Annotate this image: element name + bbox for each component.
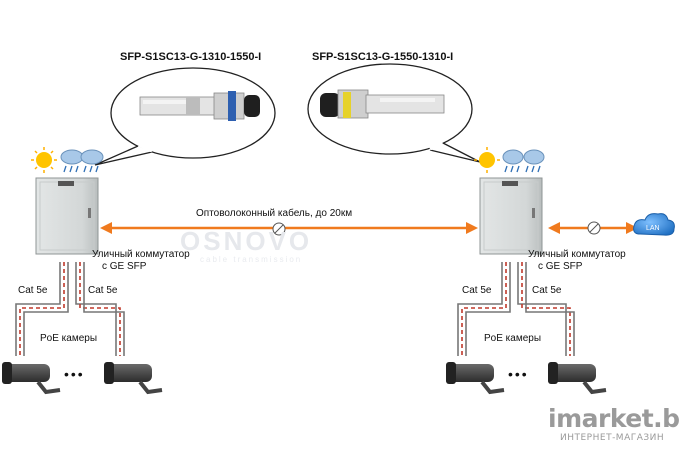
copper-cables-right: [457, 262, 575, 356]
sfp-bubble-right: [307, 63, 481, 163]
cameras-label-left: PoE камеры: [40, 333, 98, 344]
sfp-module-left: [139, 91, 260, 121]
lan-label: LAN: [646, 225, 660, 232]
fiber-cable-label: Оптоволоконный кабель, до 20км: [196, 208, 353, 219]
imarket-logo: imarket.by: [548, 404, 680, 433]
ellipsis-left: •••: [64, 366, 85, 382]
copper-cables-left: [15, 262, 125, 356]
weather-icons-left: [31, 147, 104, 173]
weather-icons-right: [474, 147, 545, 173]
cameras-label-right: PoE камеры: [484, 333, 542, 344]
sfp-model-left: SFP-S1SC13-G-1310-1550-I: [120, 51, 262, 63]
cable-label-right-b: Cat 5e: [532, 285, 562, 296]
lan-cloud-icon: [633, 213, 675, 236]
cable-label-right-a: Cat 5e: [462, 285, 492, 296]
sfp-bubble-left: [94, 67, 276, 166]
sfp-model-right: SFP-S1SC13-G-1550-1310-I: [312, 51, 454, 63]
poe-camera-icon: [104, 362, 163, 395]
ellipsis-right: •••: [508, 366, 529, 382]
cable-label-left-a: Cat 5e: [18, 285, 48, 296]
poe-camera-icon: [446, 362, 505, 395]
cable-label-left-b: Cat 5e: [88, 285, 118, 296]
switch-label-right-line1: Уличный коммутатор: [528, 249, 626, 260]
fiber-link: [100, 222, 478, 236]
switch-label-left-line2: с GE SFP: [102, 261, 147, 272]
poe-camera-icon: [548, 362, 607, 395]
watermark: OSNOVO: [180, 226, 313, 256]
lan-link: [548, 221, 638, 235]
switch-label-right: Уличный коммутатор с GE SFP: [528, 249, 626, 273]
switch-label-left: Уличный коммутатор с GE SFP: [92, 249, 190, 273]
poe-camera-icon: [2, 362, 61, 395]
switch-label-left-line1: Уличный коммутатор: [92, 249, 190, 260]
imarket-tagline: ИНТЕРНЕТ-МАГАЗИН: [560, 433, 665, 443]
sfp-module-right: [320, 89, 445, 119]
watermark-sub: cable transmission: [200, 255, 303, 264]
street-switch-left: [35, 177, 99, 255]
street-switch-right: [479, 177, 543, 255]
switch-label-right-line2: с GE SFP: [538, 261, 583, 272]
